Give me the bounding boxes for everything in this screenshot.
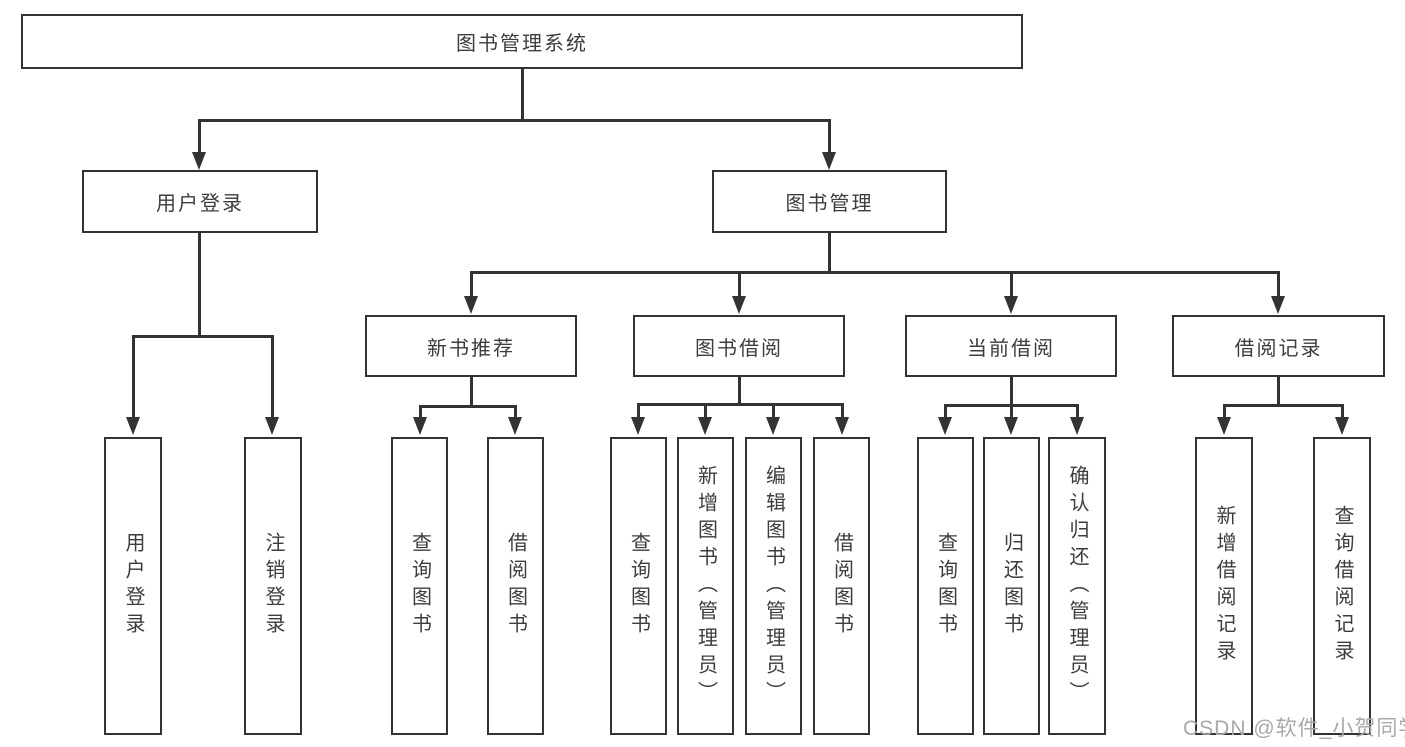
edge-root-bus <box>198 119 831 122</box>
edge-to-book-borrow <box>738 271 741 299</box>
edge-to-new-book-rec <box>470 271 473 299</box>
arrowhead-cb-query <box>938 417 952 435</box>
edge-to-book-mgmt <box>828 119 831 156</box>
node-borrowing-records: 借阅记录 <box>1172 315 1385 377</box>
node-library-system: 图书管理系统 <box>21 14 1023 69</box>
edge-to-br-query <box>1341 404 1344 421</box>
edge-book-mgmt-stem <box>828 233 831 274</box>
edge-current-borrow-stem <box>1010 377 1013 407</box>
arrowhead-rec-borrow <box>508 417 522 435</box>
edge-book-borrow-stem <box>738 377 741 406</box>
node-leaf-cb-query-books: 查询图书 <box>917 437 974 735</box>
node-leaf-logout: 注销登录 <box>244 437 302 735</box>
edge-to-user-login <box>198 119 201 156</box>
edge-to-leaf-user-login <box>132 335 135 421</box>
leaf-label: 借阅图书 <box>830 532 853 640</box>
node-current-borrowing: 当前借阅 <box>905 315 1117 377</box>
arrowhead-leaf-logout <box>265 417 279 435</box>
node-user-login: 用户登录 <box>82 170 318 233</box>
arrowhead-cb-confirm <box>1070 417 1084 435</box>
arrowhead-current-borrow <box>1004 296 1018 314</box>
edge-to-current-borrow <box>1010 271 1013 299</box>
node-leaf-rec-borrow-books: 借阅图书 <box>487 437 544 735</box>
arrowhead-bb-edit <box>766 417 780 435</box>
arrowhead-new-book-rec <box>464 296 478 314</box>
edge-to-rec-query <box>419 405 422 421</box>
leaf-label: 新增借阅记录 <box>1213 505 1235 667</box>
arrowhead-leaf-user-login <box>126 417 140 435</box>
arrowhead-bb-borrow <box>835 417 849 435</box>
node-new-book-recommend: 新书推荐 <box>365 315 577 377</box>
leaf-label: 编辑图书（管理员） <box>762 464 785 708</box>
edge-to-cb-return <box>1010 404 1013 421</box>
edge-to-bb-borrow <box>841 403 844 421</box>
edge-book-borrow-bus <box>637 403 844 406</box>
edge-borrow-record-stem <box>1277 377 1280 407</box>
node-leaf-user-login: 用户登录 <box>104 437 162 735</box>
edge-borrow-record-bus <box>1223 404 1344 407</box>
edge-user-login-stem <box>198 233 201 338</box>
edge-new-book-rec-stem <box>470 377 473 408</box>
node-leaf-bb-query-books: 查询图书 <box>610 437 667 735</box>
arrowhead-bb-add <box>698 417 712 435</box>
edge-to-cb-confirm <box>1076 404 1079 421</box>
edge-root-stem <box>521 69 524 121</box>
csdn-watermark: CSDN @软件_小贺同学 <box>1183 717 1405 740</box>
arrowhead-user-login <box>192 152 206 170</box>
edge-to-cb-query <box>944 404 947 421</box>
node-leaf-cb-confirm-return-admin: 确认归还（管理员） <box>1048 437 1106 735</box>
edge-to-bb-edit <box>772 403 775 421</box>
arrowhead-br-query <box>1335 417 1349 435</box>
edge-to-leaf-logout <box>271 335 274 421</box>
leaf-label: 查询借阅记录 <box>1331 505 1353 667</box>
arrowhead-borrow-record <box>1271 296 1285 314</box>
node-leaf-br-query-record: 查询借阅记录 <box>1313 437 1371 735</box>
edge-to-bb-query <box>637 403 640 421</box>
arrowhead-cb-return <box>1004 417 1018 435</box>
node-book-management: 图书管理 <box>712 170 947 233</box>
leaf-label: 新增图书（管理员） <box>694 464 717 708</box>
leaf-label: 借阅图书 <box>504 532 527 640</box>
edge-user-login-bus <box>132 335 274 338</box>
edge-new-book-rec-bus <box>419 405 517 408</box>
leaf-label: 归还图书 <box>1000 532 1023 640</box>
node-leaf-bb-edit-books-admin: 编辑图书（管理员） <box>745 437 802 735</box>
edge-to-bb-add <box>704 403 707 421</box>
node-leaf-bb-borrow-books: 借阅图书 <box>813 437 870 735</box>
leaf-label: 注销登录 <box>262 532 284 640</box>
arrowhead-rec-query <box>413 417 427 435</box>
edge-to-rec-borrow <box>514 405 517 421</box>
leaf-label: 查询图书 <box>627 532 650 640</box>
leaf-label: 确认归还（管理员） <box>1066 464 1088 708</box>
node-book-borrowing: 图书借阅 <box>633 315 845 377</box>
node-leaf-br-add-record: 新增借阅记录 <box>1195 437 1253 735</box>
arrowhead-bb-query <box>631 417 645 435</box>
leaf-label: 查询图书 <box>934 532 957 640</box>
arrowhead-book-borrow <box>732 296 746 314</box>
node-leaf-rec-query-books: 查询图书 <box>391 437 448 735</box>
edge-to-br-add <box>1223 404 1226 421</box>
leaf-label: 用户登录 <box>122 532 144 640</box>
arrowhead-book-mgmt <box>822 152 836 170</box>
edge-to-borrow-record <box>1277 271 1280 299</box>
node-leaf-bb-add-books-admin: 新增图书（管理员） <box>677 437 734 735</box>
arrowhead-br-add <box>1217 417 1231 435</box>
node-leaf-cb-return-books: 归还图书 <box>983 437 1040 735</box>
edge-book-mgmt-bus <box>470 271 1280 274</box>
leaf-label: 查询图书 <box>408 532 431 640</box>
